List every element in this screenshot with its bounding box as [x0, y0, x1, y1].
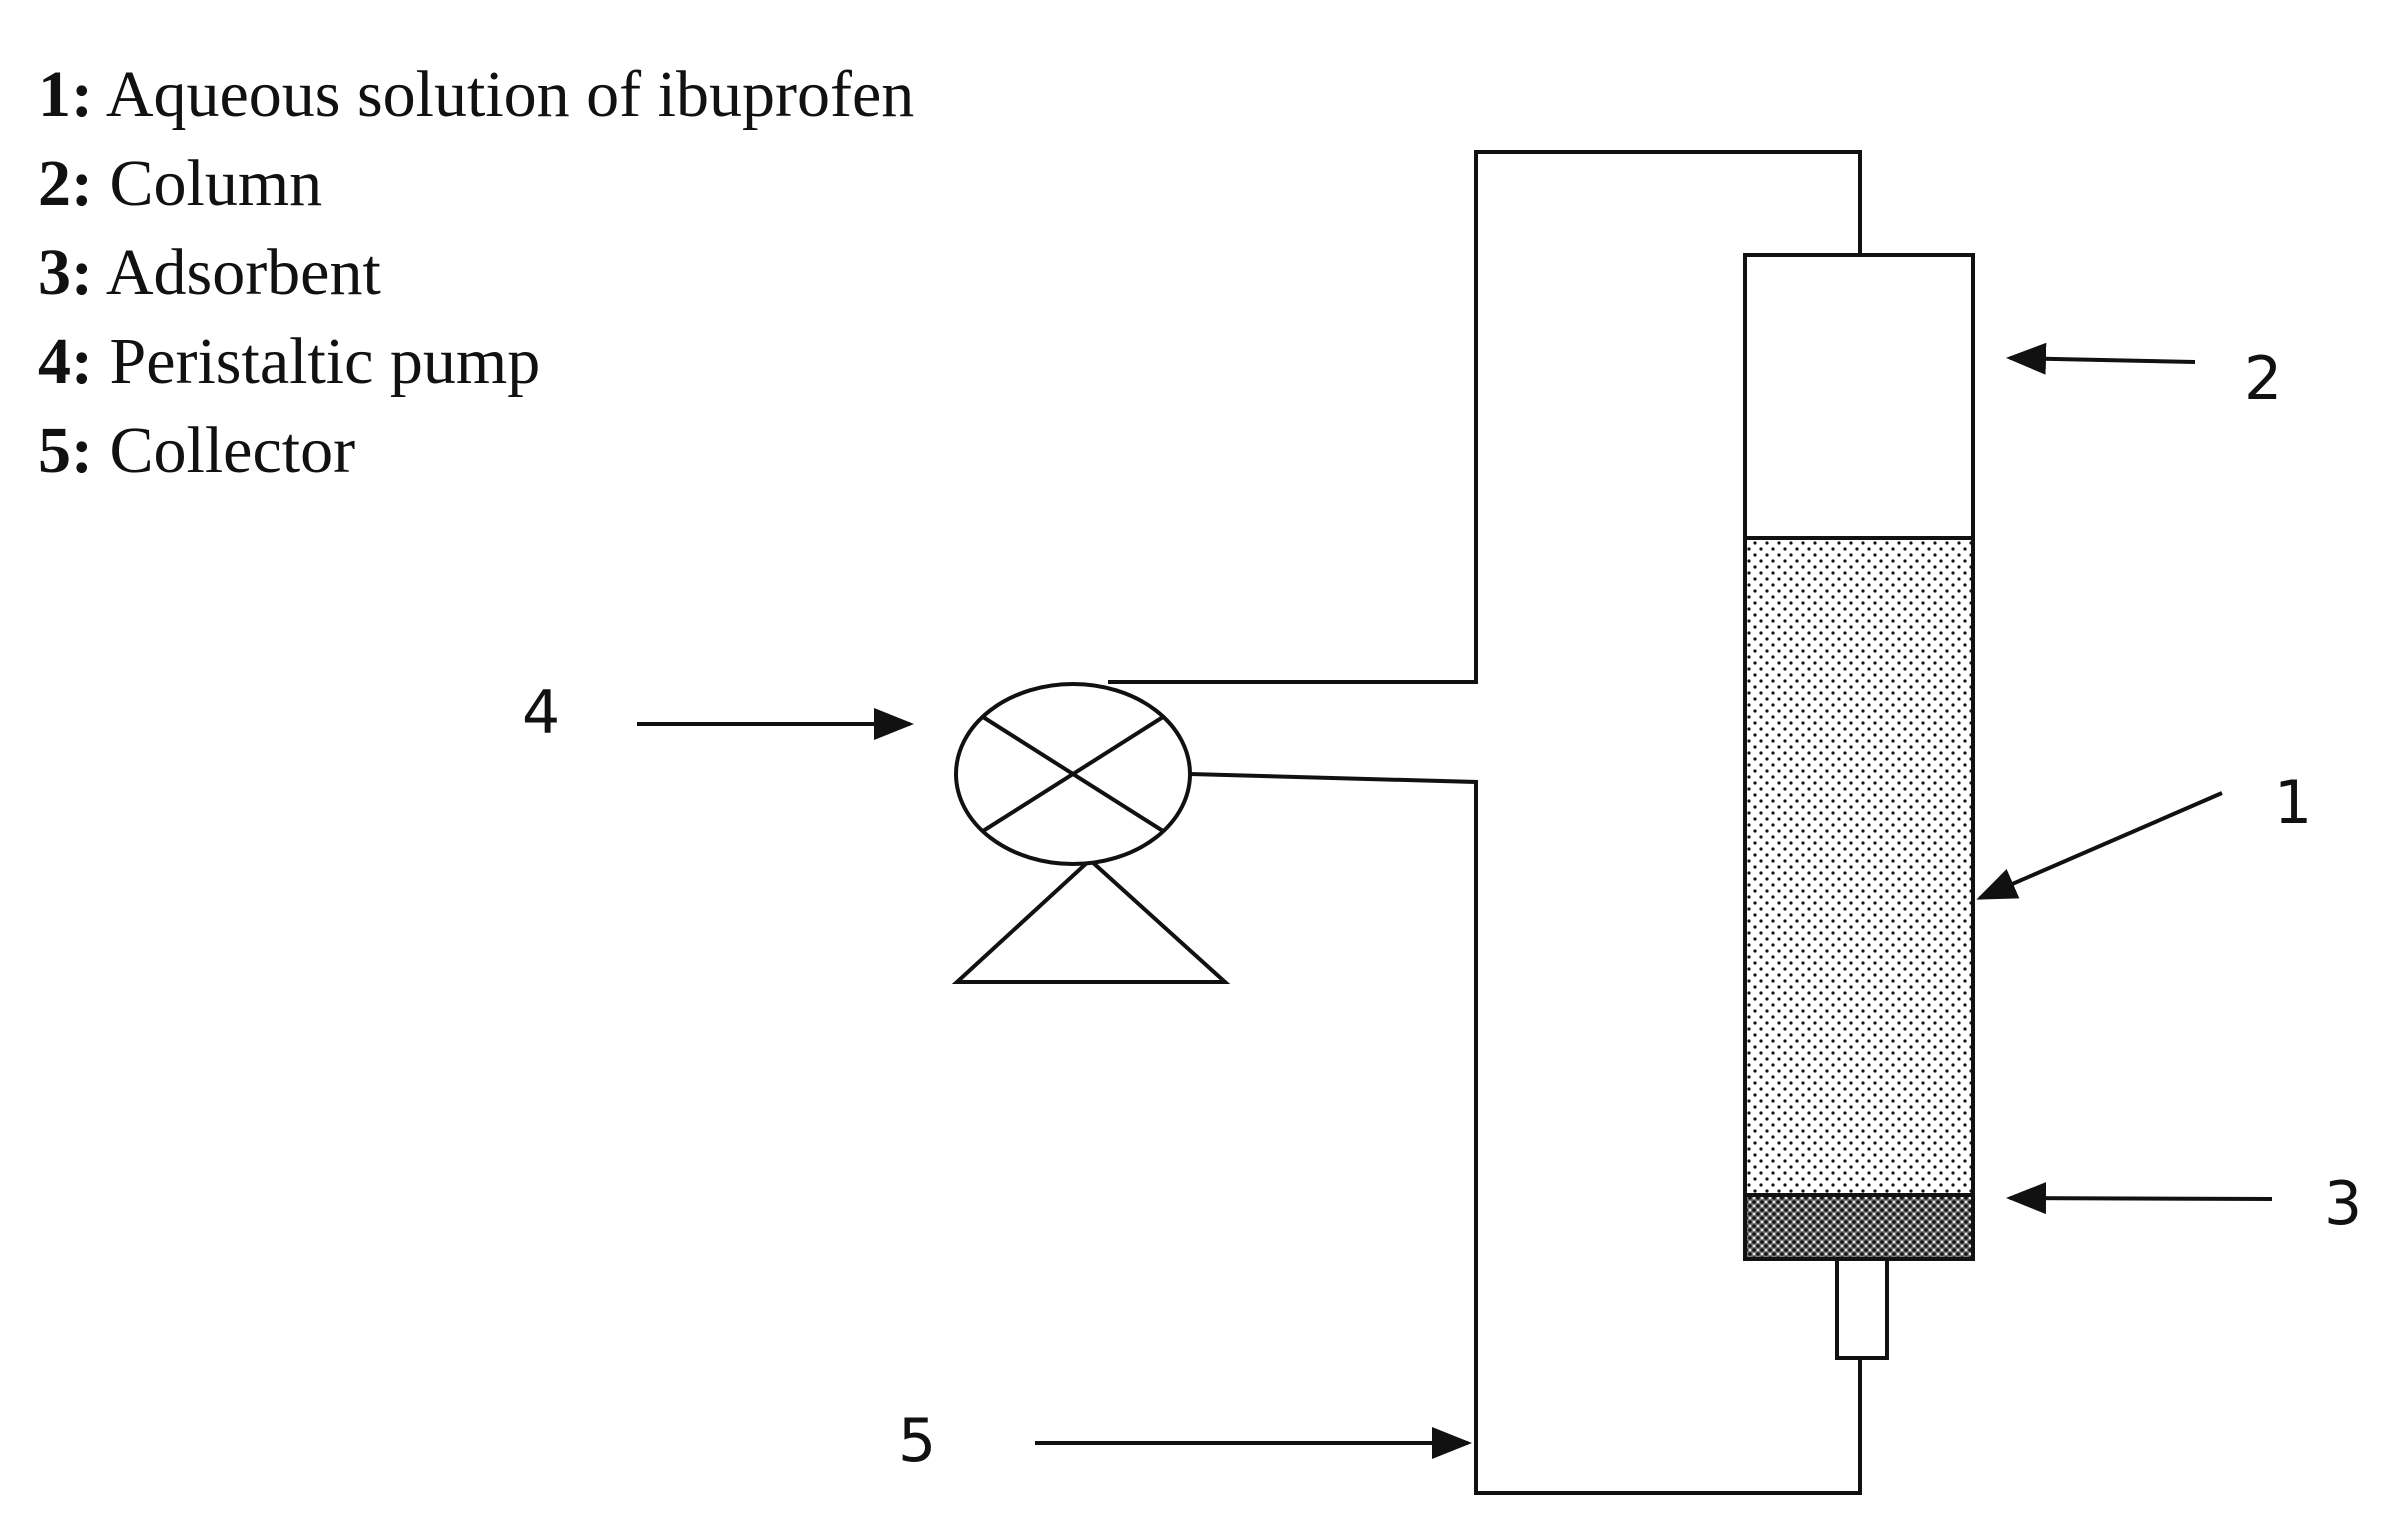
- legend-number: 2:: [38, 147, 93, 220]
- column: [1743, 253, 1975, 1360]
- return-tubing: [1189, 772, 1862, 1495]
- legend-item-2: 2: Column: [38, 139, 914, 228]
- callout-pump: 4: [522, 678, 560, 748]
- column-headspace: [1743, 253, 1975, 540]
- callout-solution: 1: [2274, 768, 2312, 838]
- feed-tubing: [1108, 150, 1862, 684]
- arrow-solution: [1976, 791, 2223, 900]
- peristaltic-pump-icon: [951, 682, 1231, 984]
- legend-label: Collector: [109, 414, 356, 487]
- legend-item-1: 1: Aqueous solution of ibuprofen: [38, 50, 914, 139]
- column-outlet: [1835, 1257, 1889, 1360]
- legend-label: Peristaltic pump: [109, 325, 541, 398]
- legend-number: 4:: [38, 325, 93, 398]
- arrow-adsorbent: [2006, 1182, 2273, 1215]
- callout-column: 2: [2244, 344, 2282, 414]
- legend-label: Column: [109, 147, 323, 220]
- legend-number: 1:: [38, 58, 93, 131]
- adsorbent-bed: [1743, 1193, 1975, 1261]
- legend-number: 5:: [38, 414, 93, 487]
- legend-label: Aqueous solution of ibuprofen: [105, 58, 915, 131]
- solution-fill: [1743, 536, 1975, 1197]
- legend-item-5: 5: Collector: [38, 406, 914, 495]
- legend-number: 3:: [38, 236, 93, 309]
- legend-item-3: 3: Adsorbent: [38, 228, 914, 317]
- legend: 1: Aqueous solution of ibuprofen 2: Colu…: [38, 50, 914, 495]
- legend-item-4: 4: Peristaltic pump: [38, 317, 914, 406]
- callout-adsorbent: 3: [2324, 1169, 2362, 1239]
- legend-label: Adsorbent: [105, 236, 381, 309]
- callout-collector: 5: [898, 1406, 936, 1476]
- arrow-column: [2006, 342, 2196, 375]
